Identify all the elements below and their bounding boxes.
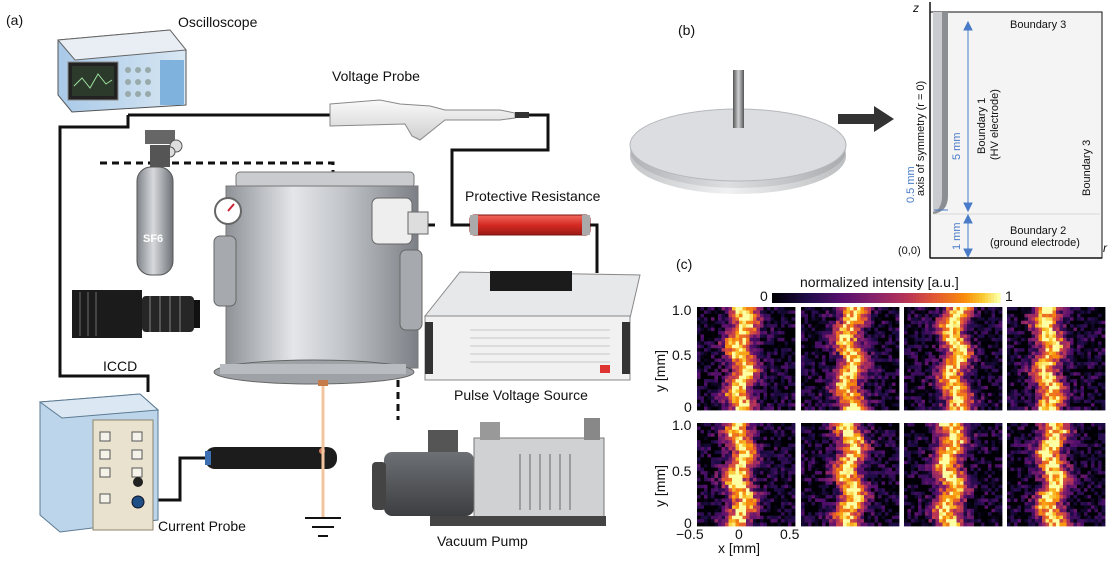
intensity-map-5: [697, 423, 796, 527]
iccd-label: ICCD: [103, 358, 138, 374]
current-probe-box: [38, 393, 160, 533]
vacuum-pump-device: [372, 418, 606, 526]
boundary3-right: Boundary 3: [1081, 140, 1093, 196]
ytick-bottom-row-1: 1.0: [672, 417, 692, 433]
dim-5mm: 5 mm: [951, 133, 963, 161]
simulation-domain: [929, 2, 1103, 259]
panel-b-tag: (b): [678, 22, 696, 38]
x-axis-label: x [mm]: [718, 540, 760, 556]
boundary2-label: Boundary 2: [1010, 225, 1066, 237]
xtick-05: 0.5: [780, 526, 800, 542]
origin-label: (0,0): [898, 245, 921, 257]
sf6-bottle: [136, 130, 183, 276]
ytick-top-row-1: 1.0: [672, 302, 692, 318]
arrow-icon: [838, 106, 894, 132]
intensity-map-4: [1007, 307, 1106, 411]
ytick-bottom-row-05: 0.5: [672, 463, 692, 479]
current-probe-label: Current Probe: [158, 518, 246, 534]
boundary2-sub: (ground electrode): [990, 237, 1080, 249]
colorbar-min: 0: [760, 288, 768, 304]
iccd-camera: [72, 290, 200, 338]
boundary1-sub: (HV electrode): [989, 89, 1001, 160]
pulse-voltage-source-label: Pulse Voltage Source: [454, 387, 588, 403]
y-axis-label-bottom: y [mm]: [652, 465, 668, 507]
panel-c-tag: (c): [676, 256, 693, 272]
r-axis-label: r: [1103, 241, 1108, 255]
colorbar: [772, 293, 1001, 303]
intensity-map-2: [801, 307, 900, 411]
oscilloscope-label: Oscilloscope: [178, 14, 258, 30]
voltage-probe-device: [329, 99, 529, 141]
intensity-map-7: [904, 423, 1003, 527]
intensity-map-8: [1007, 423, 1106, 527]
vacuum-pump-label: Vacuum Pump: [437, 533, 528, 549]
y-axis-label-top: y [mm]: [652, 350, 668, 392]
intensity-map-3: [904, 307, 1003, 411]
oscilloscope-device: [56, 29, 187, 113]
pulse-voltage-source: [423, 271, 641, 381]
colorbar-max: 1: [1005, 288, 1013, 304]
boundary1-label: Boundary 1: [976, 98, 988, 154]
setup-illustration: [38, 29, 641, 537]
axis-symmetry-label: axis of symmetry (r = 0): [915, 81, 927, 196]
intensity-map-1: [697, 307, 796, 411]
z-axis-label: z: [912, 1, 919, 15]
current-probe-tube: [205, 447, 337, 469]
dim-1mm: 1 mm: [951, 223, 963, 251]
sf6-label: SF6: [143, 233, 164, 245]
boundary3-top: Boundary 3: [1010, 19, 1066, 31]
ytick-top-row-05: 0.5: [672, 347, 692, 363]
colorbar-title: normalized intensity [a.u.]: [800, 274, 959, 290]
protective-resistor: [469, 214, 591, 236]
intensity-map-6: [801, 423, 900, 527]
protective-resistance-label: Protective Resistance: [465, 188, 601, 204]
voltage-probe-label: Voltage Probe: [332, 68, 420, 84]
dim-0-5mm: 0.5 mm: [905, 166, 917, 203]
ytick-top-row-0: 0: [684, 399, 692, 415]
xtick-neg05: −0.5: [676, 526, 704, 542]
